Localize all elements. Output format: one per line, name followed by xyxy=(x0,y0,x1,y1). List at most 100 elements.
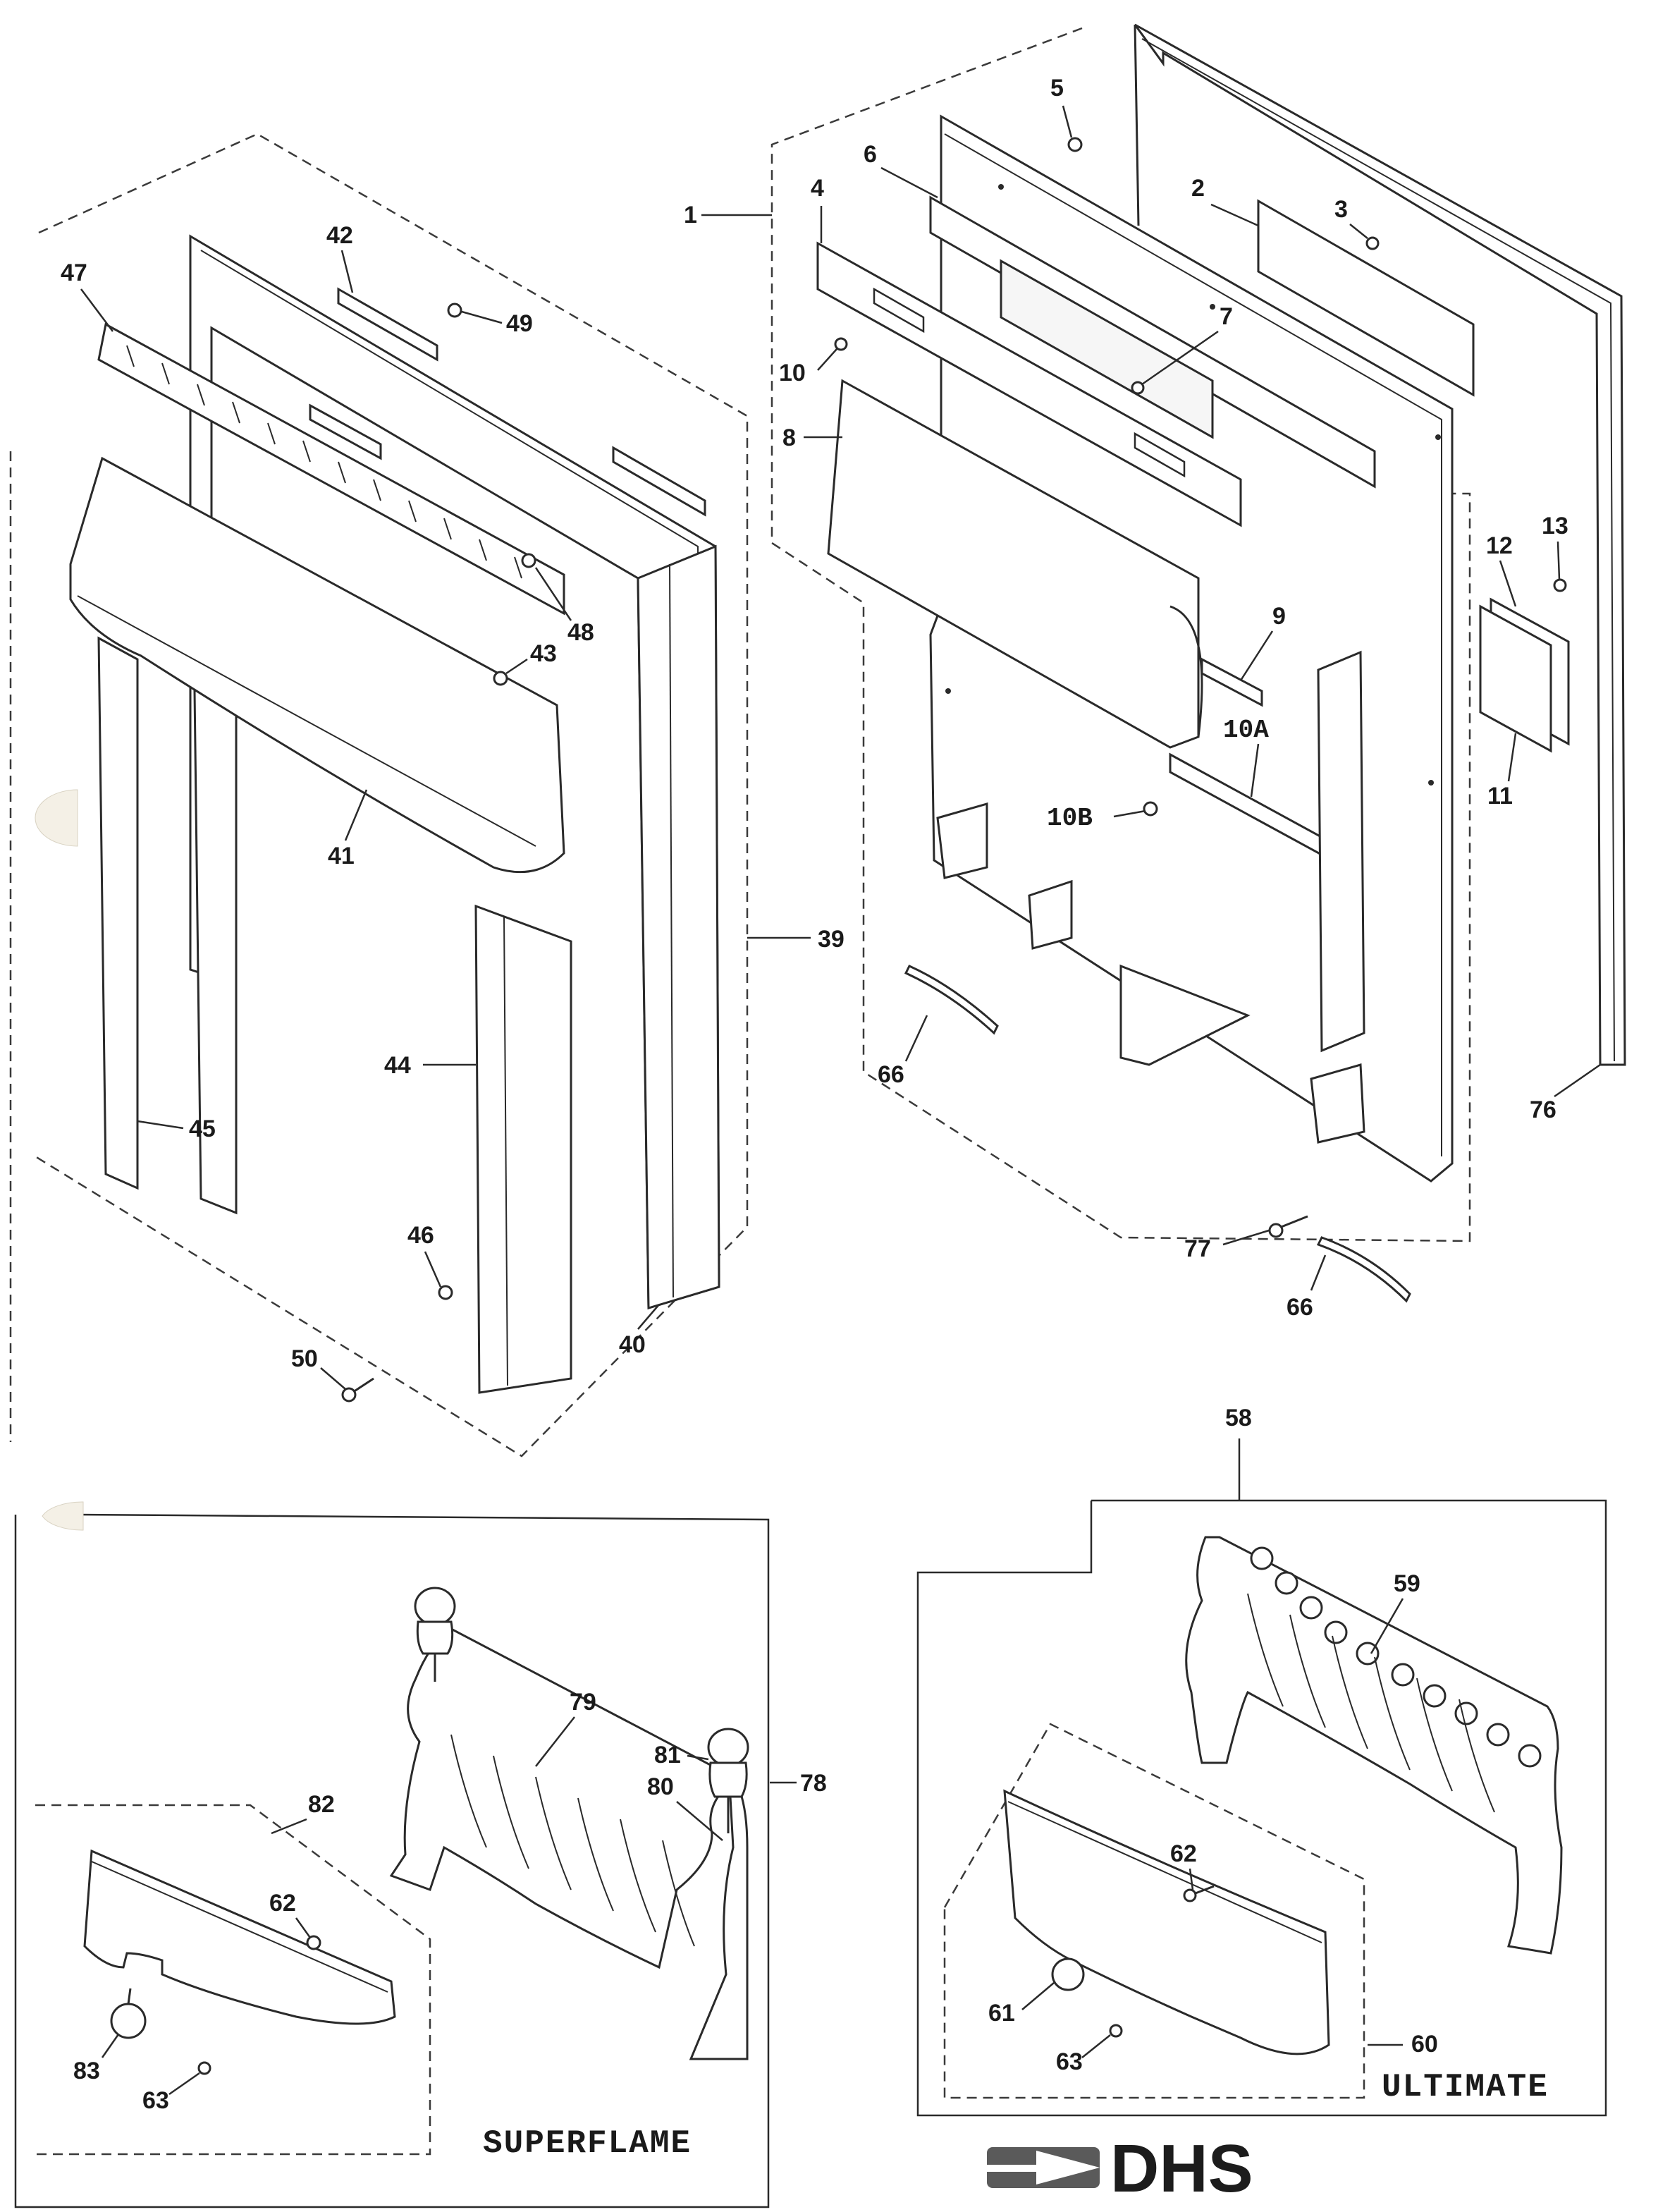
screw-7 xyxy=(1131,381,1145,395)
mount-hole xyxy=(945,688,951,694)
screw-10 xyxy=(834,337,848,351)
logo-wordmark: DHS xyxy=(1110,2131,1253,2206)
callout-9: 9 xyxy=(1272,603,1286,630)
top-tab xyxy=(309,403,382,460)
firebox-callouts: 1 5 6 2 3 4 7 10 8 9 10A 10B 13 12 11 66… xyxy=(684,75,1601,1321)
callout-62-ultimate: 62 xyxy=(1170,1840,1197,1867)
left-side-panel xyxy=(97,636,139,1190)
fascia-assembly xyxy=(9,133,749,1458)
mount-hole xyxy=(998,184,1004,190)
callout-83: 83 xyxy=(73,2058,100,2084)
callout-50: 50 xyxy=(291,1345,318,1372)
top-tab xyxy=(337,287,438,362)
callout-11: 11 xyxy=(1487,783,1513,809)
assembly-39-boundary xyxy=(35,133,749,1458)
assembly-82-boundary xyxy=(32,1804,431,2156)
callout-42: 42 xyxy=(326,222,353,249)
callout-39: 39 xyxy=(818,926,845,953)
screw-43 xyxy=(493,671,508,686)
right-side-panel xyxy=(474,904,572,1394)
ashpan-ultimate xyxy=(1003,1789,1330,2055)
deflector-plate xyxy=(827,379,1200,749)
foot-left xyxy=(936,802,988,879)
finial-81-left xyxy=(414,1587,456,1682)
flue-collar xyxy=(1000,259,1214,439)
fret-79-ribs xyxy=(450,1734,695,1947)
punch-hole-lower xyxy=(42,1501,84,1531)
mount-hole xyxy=(1428,780,1434,786)
louvre-slots xyxy=(126,345,522,579)
firebox-assembly xyxy=(770,23,1626,1303)
screw-5 xyxy=(1067,137,1083,152)
fascia-frame-side xyxy=(637,544,720,1310)
callout-46: 46 xyxy=(407,1222,434,1249)
callout-2: 2 xyxy=(1191,175,1205,202)
mount-hole xyxy=(1210,304,1215,310)
callout-8: 8 xyxy=(782,424,796,451)
callout-66-upper: 66 xyxy=(878,1061,904,1088)
gasket-frame-edge xyxy=(1141,38,1615,1062)
logo-arrow xyxy=(1036,2151,1100,2184)
ashpan-ultimate-edge xyxy=(1007,1801,1322,1943)
finial-81-right xyxy=(707,1728,749,1833)
screw-13 xyxy=(1553,578,1567,592)
superflame-callouts: 79 81 80 78 82 62 83 63 SUPERFLAME xyxy=(73,1689,827,2162)
callout-62-superflame: 62 xyxy=(269,1890,296,1917)
callout-49: 49 xyxy=(506,310,533,337)
callout-78: 78 xyxy=(800,1770,827,1797)
callout-76: 76 xyxy=(1530,1096,1556,1123)
callout-40: 40 xyxy=(619,1331,646,1358)
top-baffle xyxy=(929,195,1376,489)
callout-63-superflame: 63 xyxy=(142,2087,169,2114)
front-bracket xyxy=(816,241,1242,527)
bracket-slot-left xyxy=(873,287,925,334)
callout-10b: 10B xyxy=(1047,804,1093,833)
superflame-panel xyxy=(14,1513,770,2208)
canopy-edge xyxy=(77,595,536,847)
knob-83-stem xyxy=(127,1988,132,2005)
callout-82: 82 xyxy=(308,1791,335,1818)
callout-79: 79 xyxy=(570,1689,596,1716)
screw-3 xyxy=(1365,236,1380,250)
fret-59-ribs xyxy=(1247,1593,1495,1813)
ashpan-edge xyxy=(91,1861,388,1993)
screw-62-superflame xyxy=(306,1935,321,1950)
ultimate-frame xyxy=(916,1499,1607,2117)
retaining-strip-66-upper xyxy=(904,965,999,1035)
fret-59 xyxy=(1185,1536,1563,1955)
callout-4: 4 xyxy=(811,175,824,202)
screw-48 xyxy=(521,553,536,568)
gasket-frame xyxy=(1134,23,1626,1066)
assembly-60-boundary xyxy=(943,1723,1365,2099)
floor-tray xyxy=(1119,964,1251,1066)
ashpan-front xyxy=(83,1849,396,2025)
firebox-back-wall-inner xyxy=(944,133,1442,1156)
gasket-frame-left xyxy=(1134,24,1140,226)
fret-59-bosses xyxy=(1250,1546,1542,1768)
callout-58: 58 xyxy=(1225,1405,1252,1431)
punch-hole-upper xyxy=(35,789,78,847)
callout-61: 61 xyxy=(988,2000,1015,2027)
callout-45: 45 xyxy=(189,1116,216,1142)
louvre-grille xyxy=(97,322,565,616)
callout-48: 48 xyxy=(567,619,594,646)
callout-59: 59 xyxy=(1394,1570,1420,1597)
callout-41: 41 xyxy=(328,843,355,869)
screw-63-ultimate xyxy=(1109,2024,1123,2038)
callout-77: 77 xyxy=(1184,1235,1211,1262)
screw-46 xyxy=(438,1285,453,1300)
screw-49 xyxy=(447,303,462,318)
callout-60: 60 xyxy=(1411,2031,1438,2058)
dhs-logo: DHS xyxy=(987,2131,1253,2206)
callout-63-ultimate: 63 xyxy=(1056,2048,1083,2075)
callout-81: 81 xyxy=(654,1742,681,1768)
callout-10: 10 xyxy=(779,360,806,386)
side-channel xyxy=(1317,650,1365,1053)
fascia-callouts: 42 47 49 48 43 41 39 44 45 46 40 50 xyxy=(61,222,845,1390)
callout-44: 44 xyxy=(384,1052,411,1079)
callout-6: 6 xyxy=(864,141,877,168)
foot-center xyxy=(1028,879,1073,950)
title-superflame: SUPERFLAME xyxy=(483,2125,692,2162)
superflame-frame xyxy=(14,1513,770,2208)
canopy-hood xyxy=(69,456,565,874)
